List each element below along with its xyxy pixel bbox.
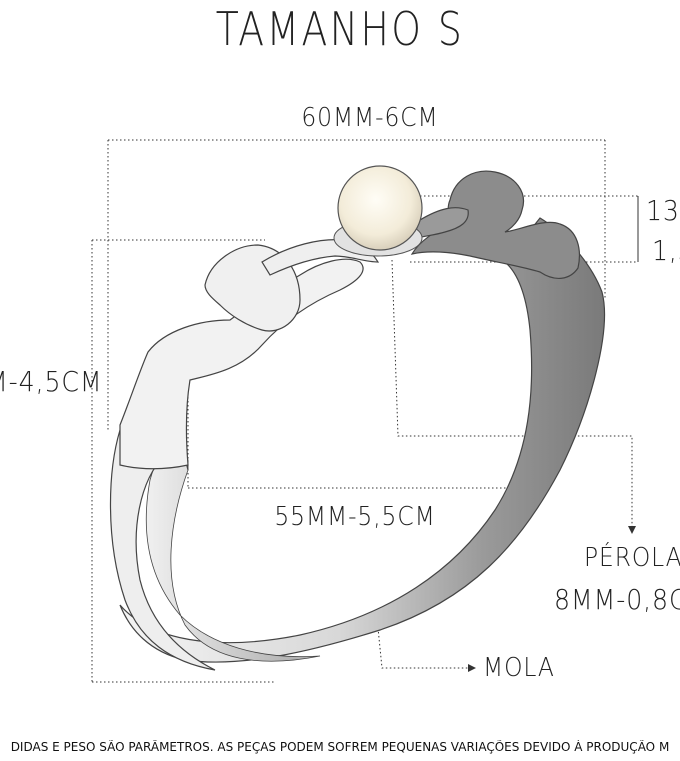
pearl-size-label: 8MM-0,8C xyxy=(554,583,680,616)
page-title: TAMANHO S xyxy=(215,2,465,56)
right-figure-arm xyxy=(410,207,469,242)
left-figure-tail xyxy=(109,419,216,671)
height-label: M-4,5CM xyxy=(0,365,103,398)
left-figure-tail-inner xyxy=(145,443,321,662)
pearl-arrow-icon xyxy=(628,526,636,534)
pearl-leader-line xyxy=(391,259,633,528)
pearl xyxy=(333,165,423,257)
pearl-height-label-line2: 1,3 xyxy=(652,234,680,267)
left-figure-torso xyxy=(119,258,364,470)
spring-label: MOLA xyxy=(483,653,555,683)
disclaimer-text: DIDAS E PESO SÃO PARÂMETROS. AS PEÇAS PO… xyxy=(10,740,670,754)
arrow-heads xyxy=(468,526,636,672)
spring-arrow-icon xyxy=(468,664,476,672)
spring-leader-line xyxy=(377,627,470,669)
outer-width-label: 60MM-6CM xyxy=(301,103,439,133)
pearl-height-label-line1: 13M xyxy=(646,194,680,227)
pearl-sphere xyxy=(337,165,423,251)
pearl-label: PÉROLA xyxy=(584,543,680,573)
ring-band xyxy=(109,170,605,671)
right-figure-tail xyxy=(119,217,605,663)
inner-width-label: 55MM-5,5CM xyxy=(274,502,436,532)
